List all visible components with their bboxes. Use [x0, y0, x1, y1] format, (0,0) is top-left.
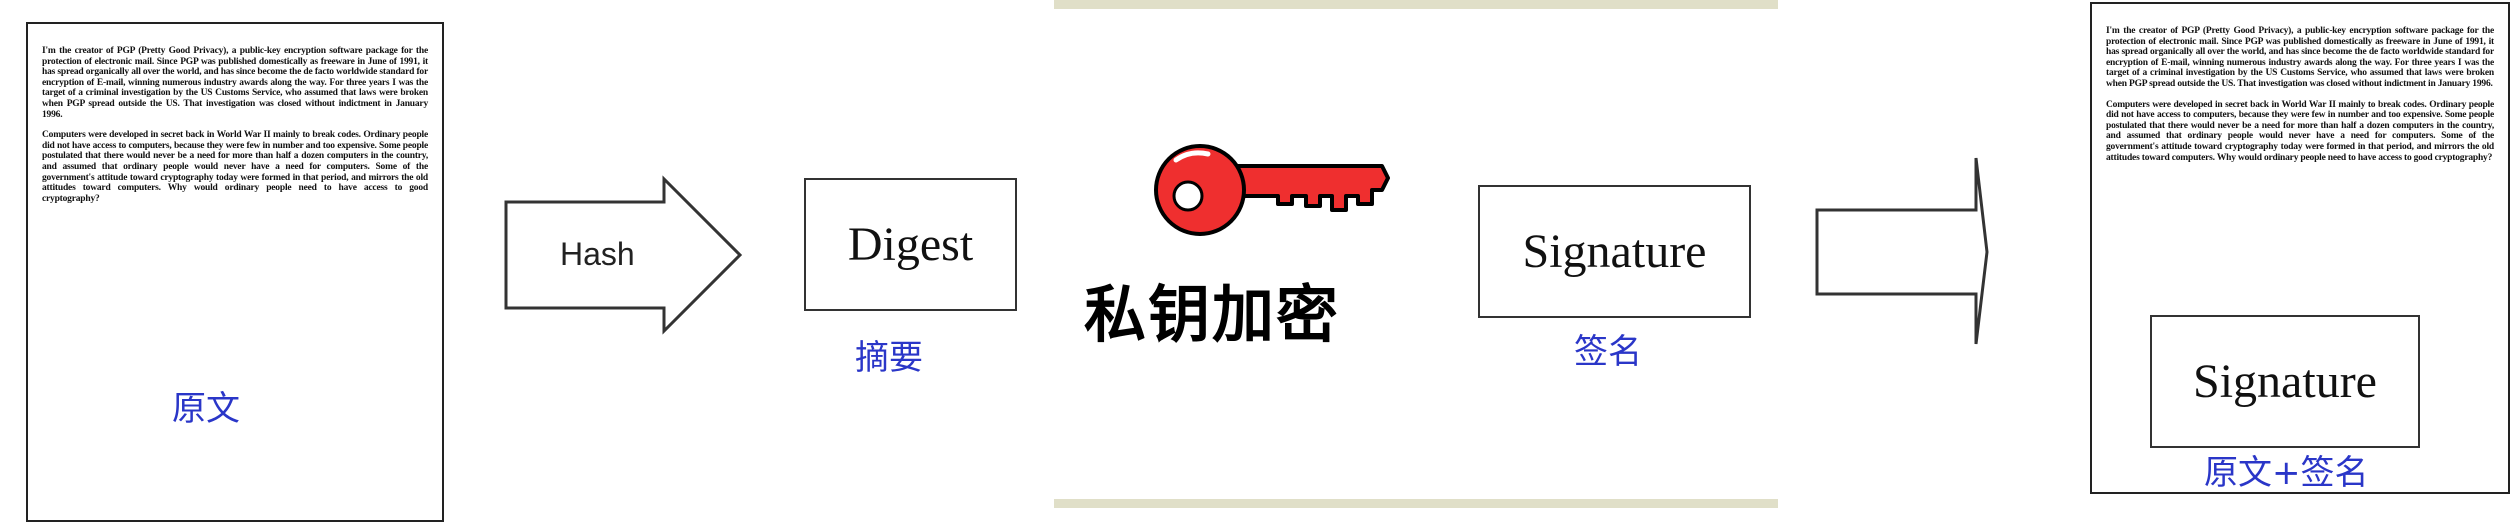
- hash-arrow: Hash: [504, 175, 743, 335]
- hash-arrow-shape: [504, 175, 743, 335]
- hash-arrow-label: Hash: [560, 236, 635, 272]
- output-arrow: [1815, 157, 1989, 345]
- result-signature-label: Signature: [2193, 355, 2377, 408]
- result-doc-paragraph-2: Computers were developed in secret back …: [2106, 99, 2494, 163]
- doc-paragraph-2: Computers were developed in secret back …: [42, 130, 428, 204]
- digest-label: Digest: [847, 218, 974, 271]
- result-signature-box: Signature: [2150, 315, 2420, 448]
- key-icon: [1154, 144, 1390, 236]
- original-document-text: I'm the creator of PGP (Pretty Good Priv…: [42, 46, 428, 214]
- result-doc-paragraph-1: I'm the creator of PGP (Pretty Good Priv…: [2106, 26, 2494, 89]
- original-text-label: 原文: [172, 389, 240, 429]
- panel-top-stripe: [1054, 0, 1778, 9]
- digest-caption: 摘要: [855, 338, 923, 378]
- output-arrow-shape: [1815, 157, 1989, 345]
- digest-box: Digest: [804, 178, 1017, 311]
- signature-label: Signature: [1522, 225, 1707, 278]
- private-key-caption: 私钥加密: [1084, 278, 1341, 351]
- result-document-label: 原文+签名: [2204, 453, 2369, 493]
- signature-box: Signature: [1478, 185, 1751, 318]
- result-document-text: I'm the creator of PGP (Pretty Good Priv…: [2106, 26, 2494, 173]
- signature-caption: 签名: [1574, 332, 1642, 372]
- panel-bottom-stripe: [1054, 499, 1778, 508]
- doc-paragraph-1: I'm the creator of PGP (Pretty Good Priv…: [42, 46, 428, 120]
- result-document: I'm the creator of PGP (Pretty Good Priv…: [2090, 2, 2510, 494]
- original-document: I'm the creator of PGP (Pretty Good Priv…: [26, 22, 444, 522]
